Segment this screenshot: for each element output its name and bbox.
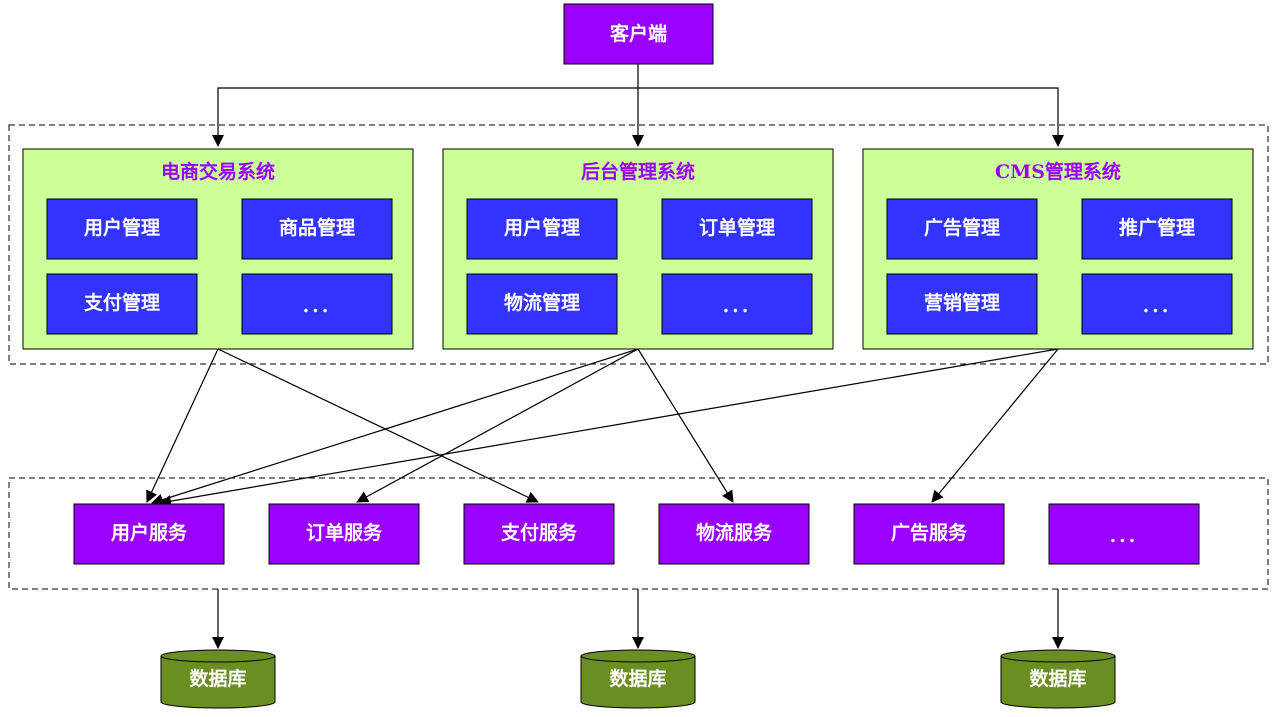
module-label: 订单管理 [699, 216, 775, 239]
module-label: ... [303, 295, 332, 317]
module-label: 推广管理 [1119, 216, 1195, 239]
service-connectors [146, 348, 1059, 508]
service-label: 订单服务 [306, 521, 383, 544]
database-connectors [212, 589, 1064, 649]
system-title: 电商交易系统 [161, 160, 275, 183]
service-label: 用户服务 [111, 521, 188, 544]
module-label: 物流管理 [504, 291, 580, 314]
database-2: 数据库 [580, 649, 696, 709]
system-title: 后台管理系统 [581, 160, 695, 183]
module-label: 支付管理 [83, 291, 160, 314]
system-title: CMS管理系统 [995, 160, 1121, 183]
service-label: ... [1110, 525, 1139, 547]
system-admin: 后台管理系统 用户管理 订单管理 物流管理 ... [442, 148, 834, 350]
client-label: 客户端 [610, 22, 667, 45]
database-3: 数据库 [1000, 649, 1116, 709]
client-connectors [212, 64, 1064, 147]
service-label: 支付服务 [500, 521, 578, 544]
system-ecommerce: 电商交易系统 用户管理 商品管理 支付管理 ... [22, 148, 414, 350]
database-label: 数据库 [189, 667, 246, 690]
database-1: 数据库 [160, 649, 276, 709]
module-label: 广告管理 [924, 216, 1000, 239]
service-label: 广告服务 [891, 521, 968, 544]
module-label: ... [1143, 295, 1172, 317]
services-group-border [8, 477, 1269, 590]
system-cms: CMS管理系统 广告管理 推广管理 营销管理 ... [862, 148, 1254, 350]
module-label: ... [723, 295, 752, 317]
service-label: 物流服务 [696, 521, 773, 544]
client-node: 客户端 [563, 3, 714, 65]
database-label: 数据库 [1029, 667, 1086, 690]
module-label: 营销管理 [924, 291, 1000, 314]
module-label: 用户管理 [504, 216, 580, 239]
database-label: 数据库 [609, 667, 666, 690]
module-label: 用户管理 [84, 216, 160, 239]
services-layer: 用户服务 订单服务 支付服务 物流服务 广告服务 ... [73, 503, 1200, 565]
module-label: 商品管理 [279, 216, 355, 239]
